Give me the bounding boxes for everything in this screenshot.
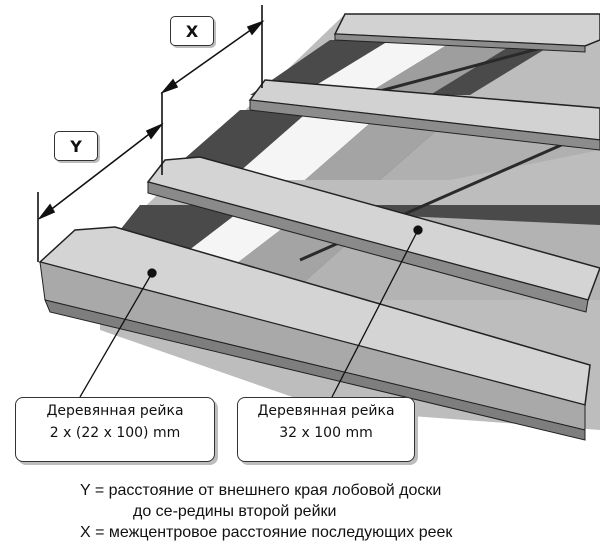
batten-back: [333, 13, 600, 53]
legend-y-line2: до се-редины второй рейки: [133, 503, 337, 520]
batten-middle: [248, 79, 600, 151]
callout-left-line2: 2 x (22 x 100) mm: [49, 425, 181, 441]
callout-right-line1: Деревянная рейка: [257, 403, 395, 419]
legend-y-line1: Y = расстояние от внешнего края лобовой …: [80, 482, 442, 499]
callout-front-batten: Деревянная рейка 32 x 100 mm: [237, 397, 415, 462]
legend-x-line: X = межцентровое расстояние последующих …: [80, 524, 453, 541]
callout-fascia-batten: Деревянная рейка 2 x (22 x 100) mm: [15, 397, 215, 462]
dimension-y: [37, 92, 164, 262]
legend: Y = расстояние от внешнего края лобовой …: [80, 480, 585, 543]
dimension-label-y: Y: [54, 131, 98, 161]
fascia-battens: [38, 226, 591, 441]
batten-front: [146, 156, 600, 313]
callout-left-line1: Деревянная рейка: [46, 403, 184, 419]
callout-right-line2: 32 x 100 mm: [279, 425, 373, 441]
callout-pointers: [79, 225, 423, 398]
dimension-label-x: X: [170, 16, 214, 46]
dimension-x: [160, 5, 265, 94]
